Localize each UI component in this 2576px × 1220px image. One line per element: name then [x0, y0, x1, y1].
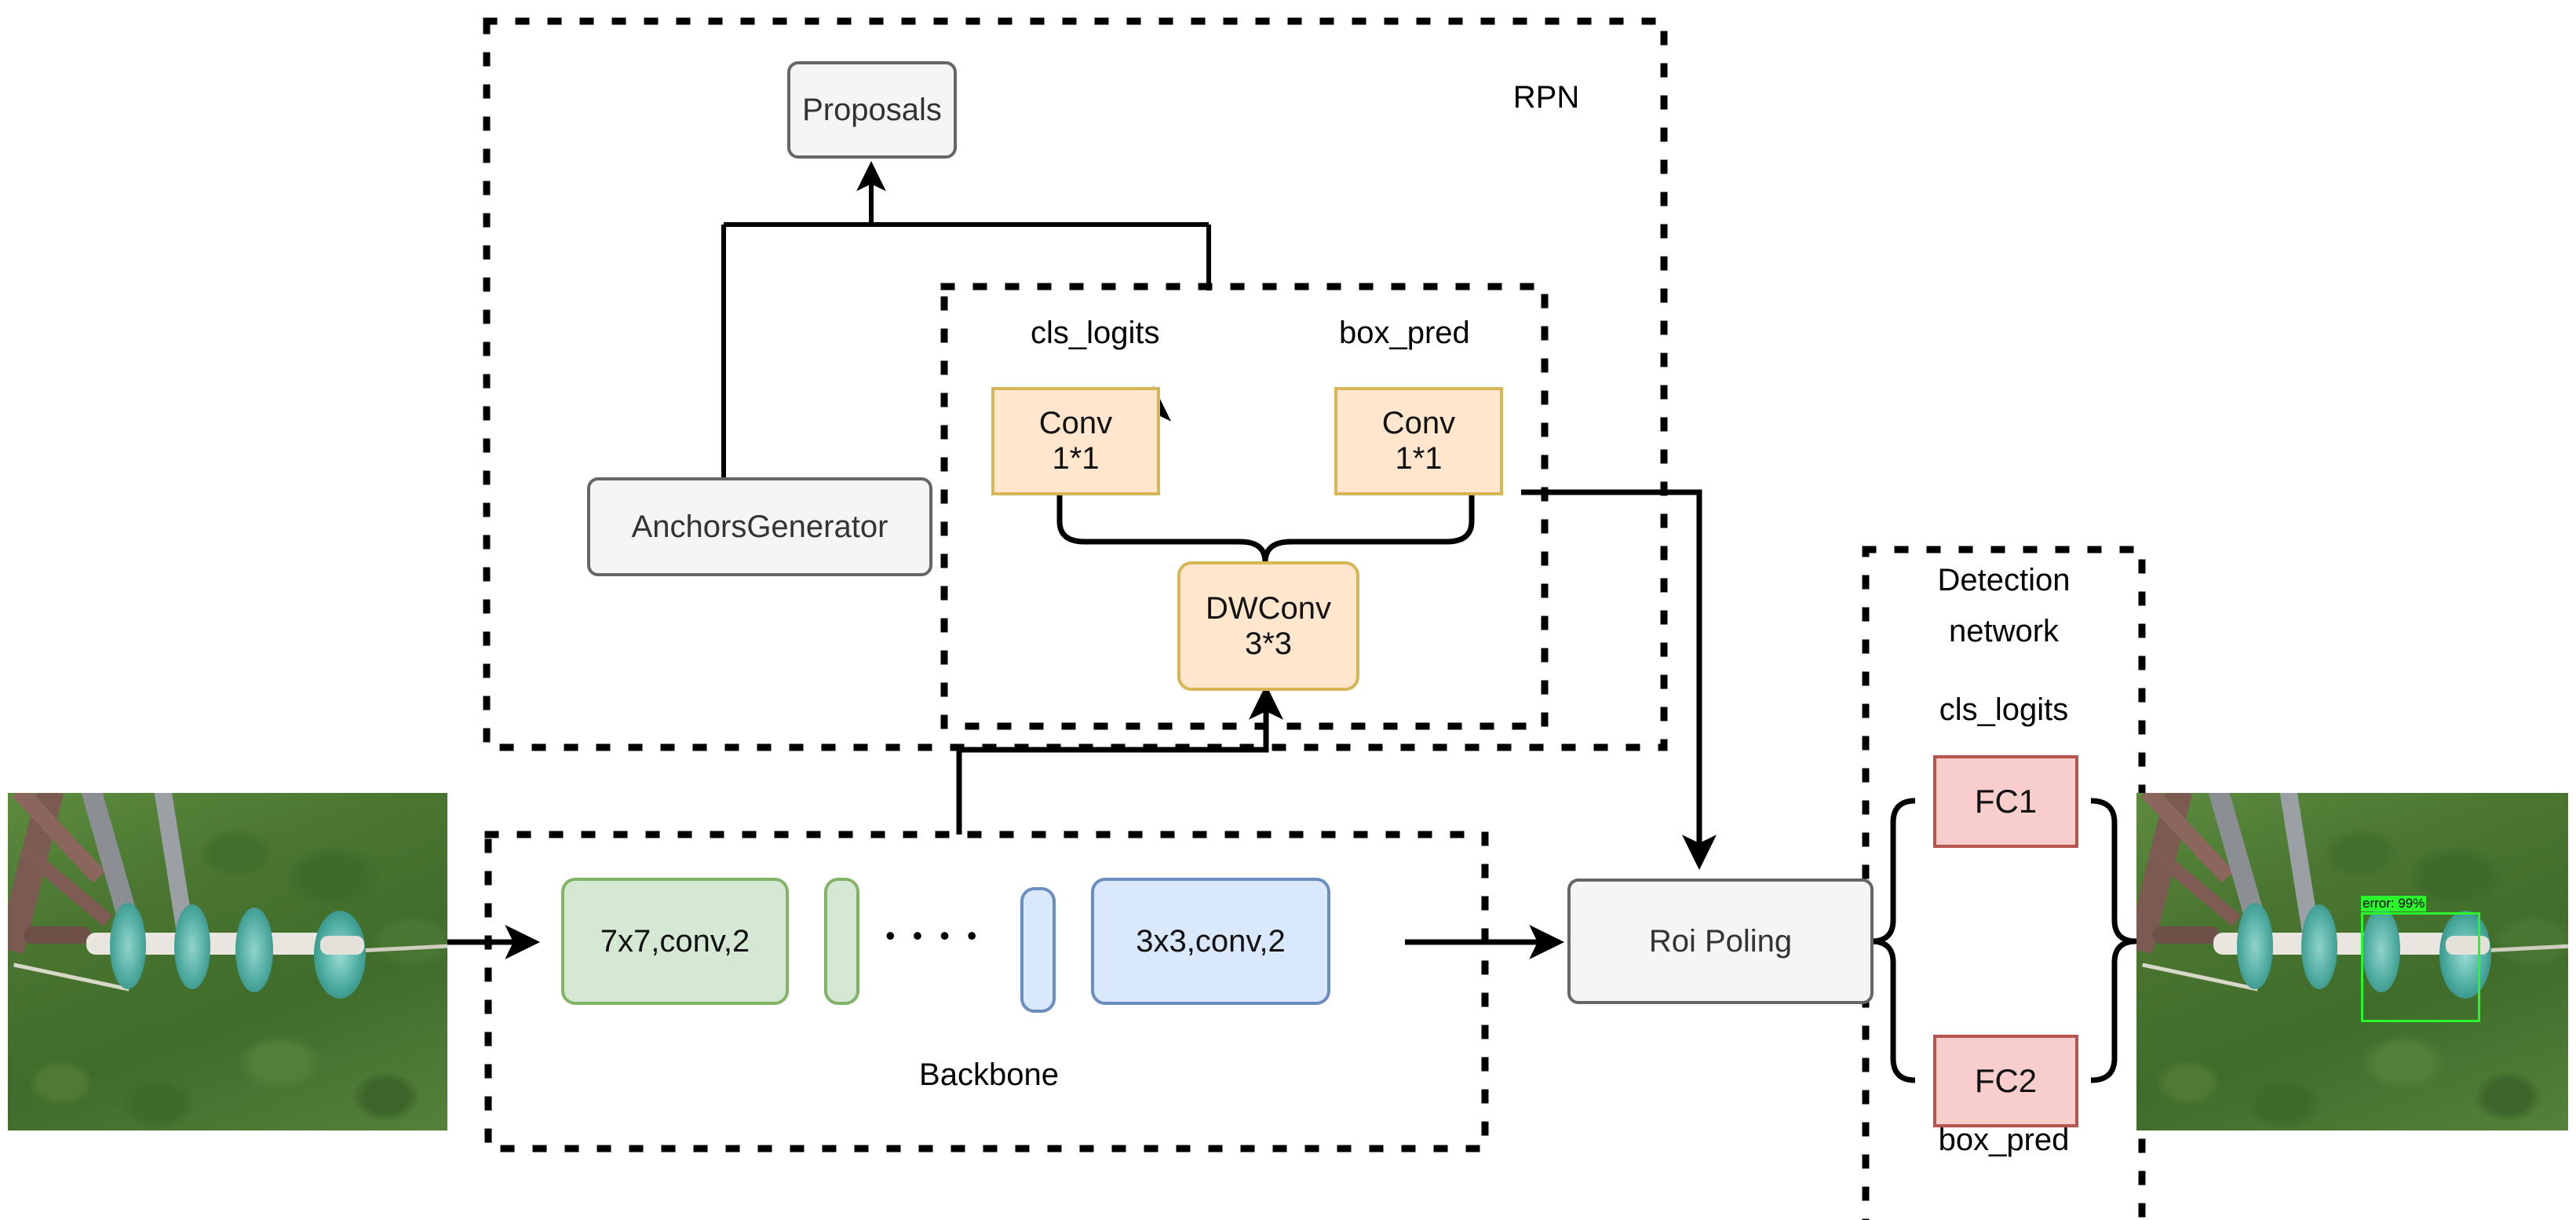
rpn-box-pred-label: box_pred: [1339, 316, 1470, 350]
connector-fc1-to-output-brace: [2090, 798, 2137, 944]
dwconv-node[interactable]: DWConv 3*3: [1177, 561, 1359, 691]
connector-roi-to-fc-brace: [1870, 798, 1916, 944]
backbone-ellipsis: • • • •: [885, 919, 982, 952]
backbone-group-border: [484, 831, 1489, 1152]
proposals-node[interactable]: Proposals: [787, 61, 957, 159]
connector-roi-to-fc2-brace: [1870, 938, 1916, 1083]
dwconv-line1: DWConv: [1205, 590, 1332, 626]
backbone-group-label: Backbone: [919, 1057, 1059, 1092]
conv-box-line2: 1*1: [1395, 441, 1443, 476]
output-image: error: 99%: [2136, 793, 2568, 1131]
dwconv-line2: 3*3: [1244, 626, 1293, 661]
rpn-cls-logits-label: cls_logits: [1031, 316, 1160, 350]
conv-cls-line1: Conv: [1038, 406, 1113, 441]
conv-box-line1: Conv: [1381, 406, 1456, 441]
rpn-group-label: RPN: [1512, 80, 1580, 115]
backbone-conv3x3-node[interactable]: 3x3,conv,2: [1091, 878, 1330, 1005]
detection-network-label-line2: network: [1948, 614, 2060, 648]
fc2-node[interactable]: FC2: [1933, 1035, 2078, 1127]
backbone-green-bar[interactable]: [824, 878, 859, 1005]
conv-box-pred-node[interactable]: Conv 1*1: [1334, 387, 1503, 495]
detection-bounding-box: [2361, 912, 2480, 1022]
detection-network-label-line1: Detection: [1937, 563, 2071, 597]
connector-backbone-to-dwconv: [956, 684, 1284, 835]
connector-fc2-to-output-brace: [2090, 938, 2137, 1083]
detection-box-pred-label: box_pred: [1938, 1123, 2070, 1157]
connector-dwconv-split-left: [1056, 495, 1268, 563]
backbone-blue-bar[interactable]: [1020, 887, 1056, 1013]
connector-boxpred-to-roi: [1521, 489, 1717, 871]
roi-pooling-node[interactable]: Roi Poling: [1567, 878, 1874, 1004]
connector-dwconv-split-right: [1262, 495, 1475, 563]
detection-bbox-label: error: 99%: [2361, 896, 2427, 911]
anchors-generator-node[interactable]: AnchorsGenerator: [587, 477, 932, 576]
backbone-conv7x7-node[interactable]: 7x7,conv,2: [561, 878, 789, 1005]
detection-cls-logits-label: cls_logits: [1939, 692, 2069, 727]
conv-cls-logits-node[interactable]: Conv 1*1: [991, 387, 1160, 495]
input-image: [8, 793, 447, 1131]
fc1-node[interactable]: FC1: [1933, 755, 2078, 848]
rpn-group-border: [483, 17, 1668, 751]
conv-cls-line2: 1*1: [1052, 441, 1100, 476]
rpn-head-group-border: [940, 283, 1549, 730]
